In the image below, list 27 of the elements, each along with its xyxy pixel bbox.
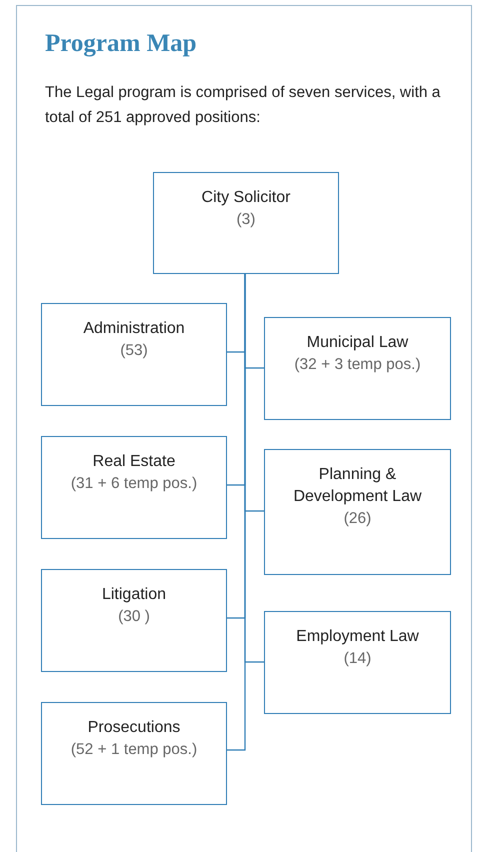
position-count: (31 + 6 temp pos.)	[70, 474, 198, 494]
service-name: Real Estate	[92, 452, 176, 472]
service-name: Administration	[82, 319, 186, 339]
position-count: (53)	[119, 341, 149, 361]
org-box	[41, 569, 227, 672]
service-name: City Solicitor	[200, 188, 292, 208]
service-name: Litigation	[100, 585, 168, 605]
org-box	[264, 611, 451, 714]
org-box	[264, 449, 451, 575]
position-count: (3)	[236, 210, 256, 230]
service-name: Planning & Development Law	[292, 465, 423, 507]
org-box	[41, 702, 227, 805]
org-box	[153, 172, 339, 274]
service-name: Municipal Law	[306, 333, 410, 353]
org-box	[264, 317, 451, 420]
service-name: Prosecutions	[86, 718, 182, 738]
org-box	[41, 303, 227, 406]
position-count: (14)	[342, 649, 372, 669]
connector-line	[227, 274, 246, 751]
org-box	[41, 436, 227, 539]
position-count: (32 + 3 temp pos.)	[293, 355, 422, 375]
position-count: (26)	[342, 509, 372, 529]
service-name: Employment Law	[295, 627, 420, 647]
position-count: (52 + 1 temp pos.)	[70, 740, 198, 760]
position-count: (30 )	[117, 607, 151, 627]
title: Program Map	[45, 30, 197, 58]
intro-text: The Legal program is comprised of seven services, with a total of 251 approved positions:	[45, 83, 442, 128]
